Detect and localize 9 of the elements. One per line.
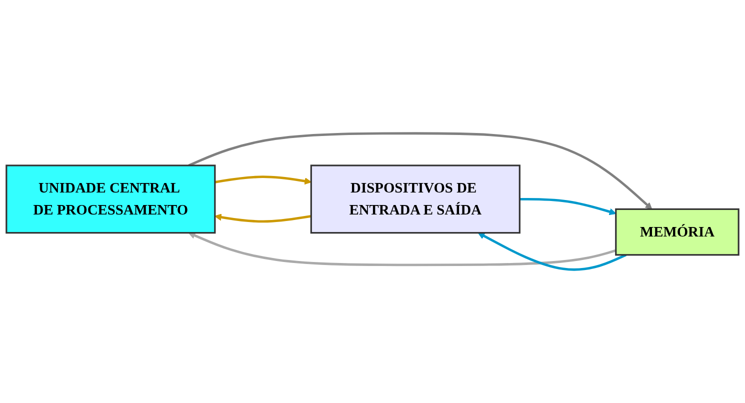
arrow [214, 176, 312, 185]
node-box: DISPOSITIVOS DE ENTRADA E SAÍDA [310, 164, 520, 234]
arrow [188, 232, 616, 266]
arrow [520, 198, 616, 216]
node-box: UNIDADE CENTRAL DE PROCESSAMENTO [6, 164, 216, 234]
node-box: MEMÓRIA [615, 208, 740, 256]
arrow [214, 214, 312, 223]
arrow [478, 232, 627, 271]
arrow [188, 132, 652, 210]
